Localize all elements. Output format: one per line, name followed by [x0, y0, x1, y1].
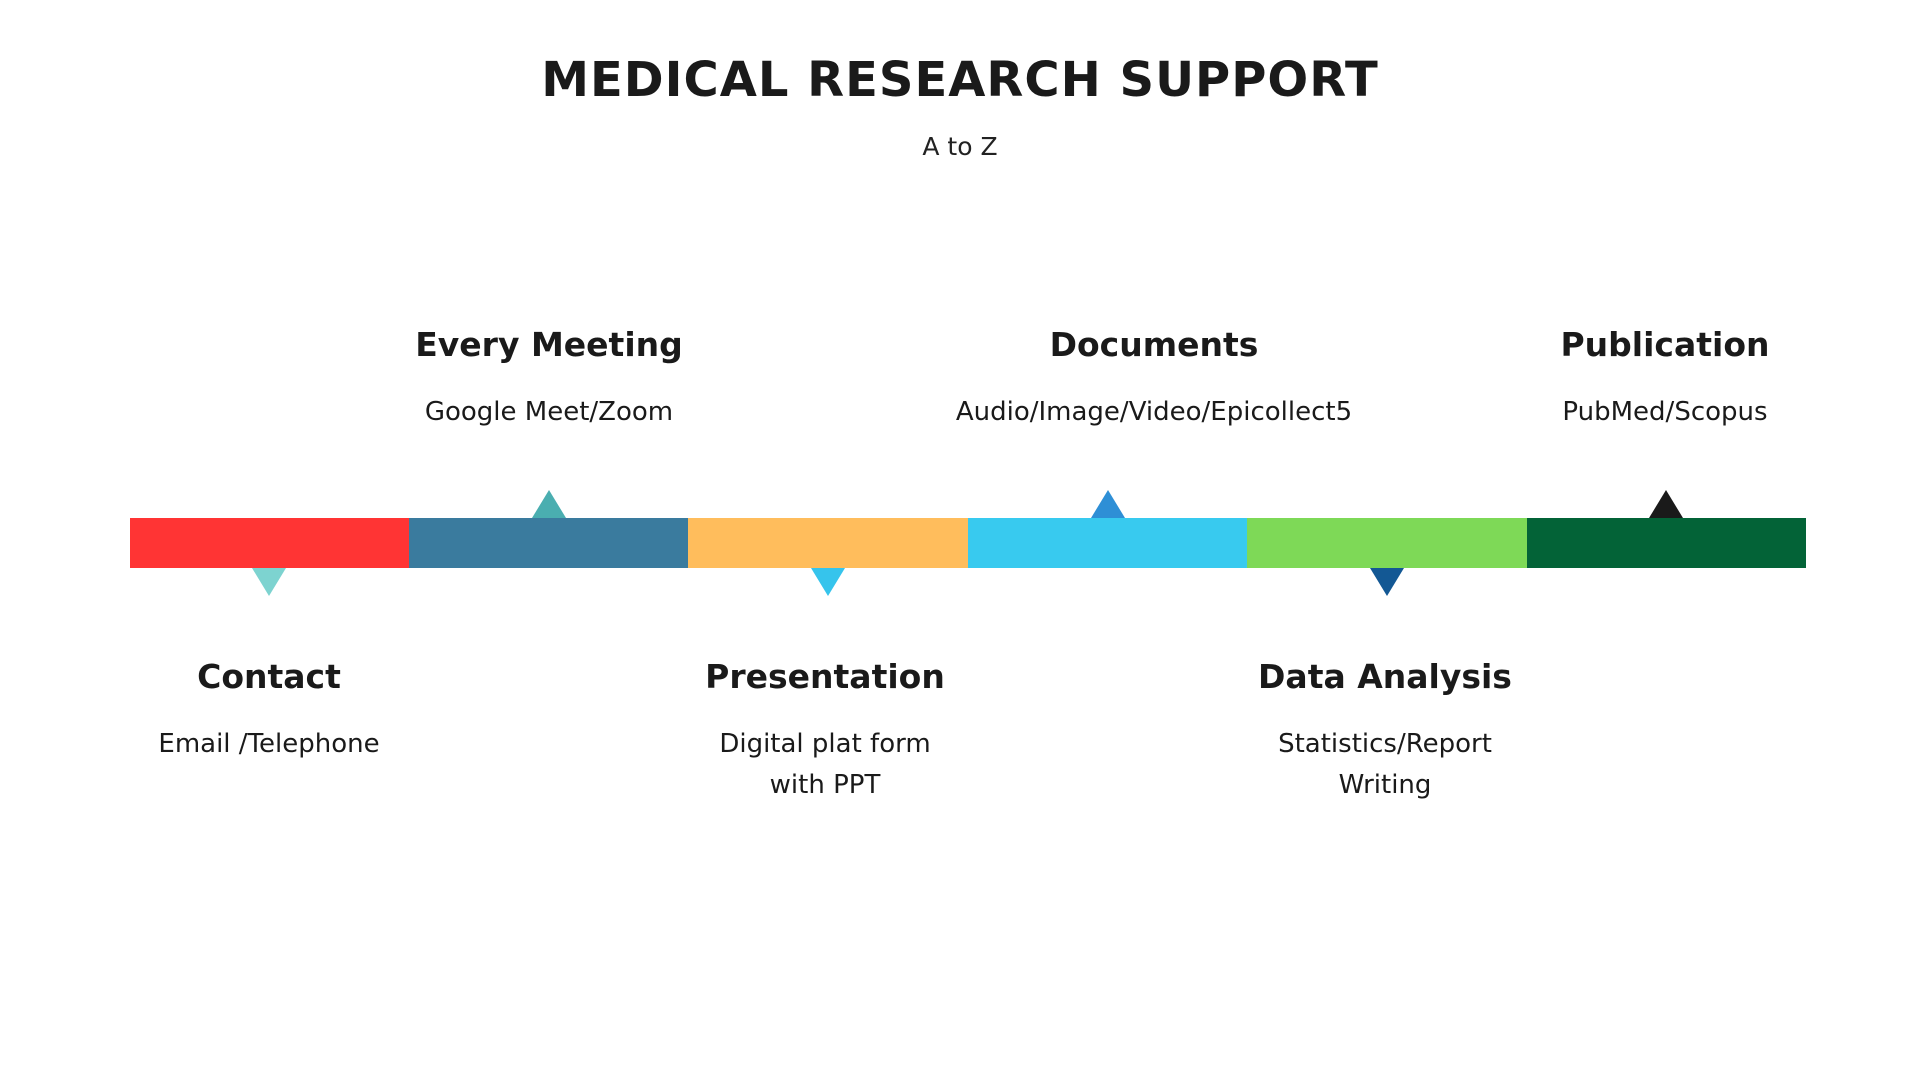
marker-presentation-triangle-icon [811, 568, 845, 596]
marker-contact-triangle-icon [252, 568, 286, 596]
step-description-line: Statistics/Report [1278, 729, 1492, 759]
step-heading: Contact [197, 657, 341, 696]
step-description-line: Email /Telephone [158, 729, 380, 759]
step-description-line: Digital plat form [719, 729, 931, 759]
step-description: Email /Telephone [29, 724, 509, 765]
timeline-segment-presentation [688, 518, 968, 568]
step-heading: Every Meeting [415, 325, 683, 364]
marker-publication-triangle-icon [1649, 490, 1683, 518]
step-documents: Documents Audio/Image/Video/Epicollect5 [914, 325, 1394, 433]
step-description: Audio/Image/Video/Epicollect5 [914, 392, 1394, 433]
step-heading: Data Analysis [1258, 657, 1512, 696]
page-title: MEDICAL RESEARCH SUPPORT [541, 52, 1379, 108]
step-description-line: with PPT [769, 770, 881, 800]
timeline-segment-every-meeting [409, 518, 688, 568]
step-description: Statistics/Report Writing [1145, 724, 1625, 806]
step-description-line: PubMed/Scopus [1562, 397, 1768, 427]
step-description: Google Meet/Zoom [309, 392, 789, 433]
timeline-segment-documents [968, 518, 1247, 568]
timeline-segment-contact [130, 518, 409, 568]
timeline-segment-data-analysis [1247, 518, 1527, 568]
step-description-line: Google Meet/Zoom [424, 397, 674, 427]
step-description-line: Audio/Image/Video/Epicollect5 [955, 397, 1353, 427]
step-heading: Documents [1049, 325, 1259, 364]
step-heading: Publication [1560, 325, 1770, 364]
step-publication: Publication PubMed/Scopus [1425, 325, 1905, 433]
step-description: Digital plat form with PPT [585, 724, 1065, 806]
step-contact: Contact Email /Telephone [29, 657, 509, 765]
timeline-segment-publication [1527, 518, 1806, 568]
marker-data-analysis-triangle-icon [1370, 568, 1404, 596]
step-every-meeting: Every Meeting Google Meet/Zoom [309, 325, 789, 433]
marker-documents-triangle-icon [1091, 490, 1125, 518]
marker-every-meeting-triangle-icon [532, 490, 566, 518]
step-heading: Presentation [705, 657, 945, 696]
step-description: PubMed/Scopus [1425, 392, 1905, 433]
step-presentation: Presentation Digital plat form with PPT [585, 657, 1065, 806]
step-description-line: Writing [1338, 770, 1432, 800]
page-subtitle: A to Z [922, 132, 998, 161]
step-data-analysis: Data Analysis Statistics/Report Writing [1145, 657, 1625, 806]
